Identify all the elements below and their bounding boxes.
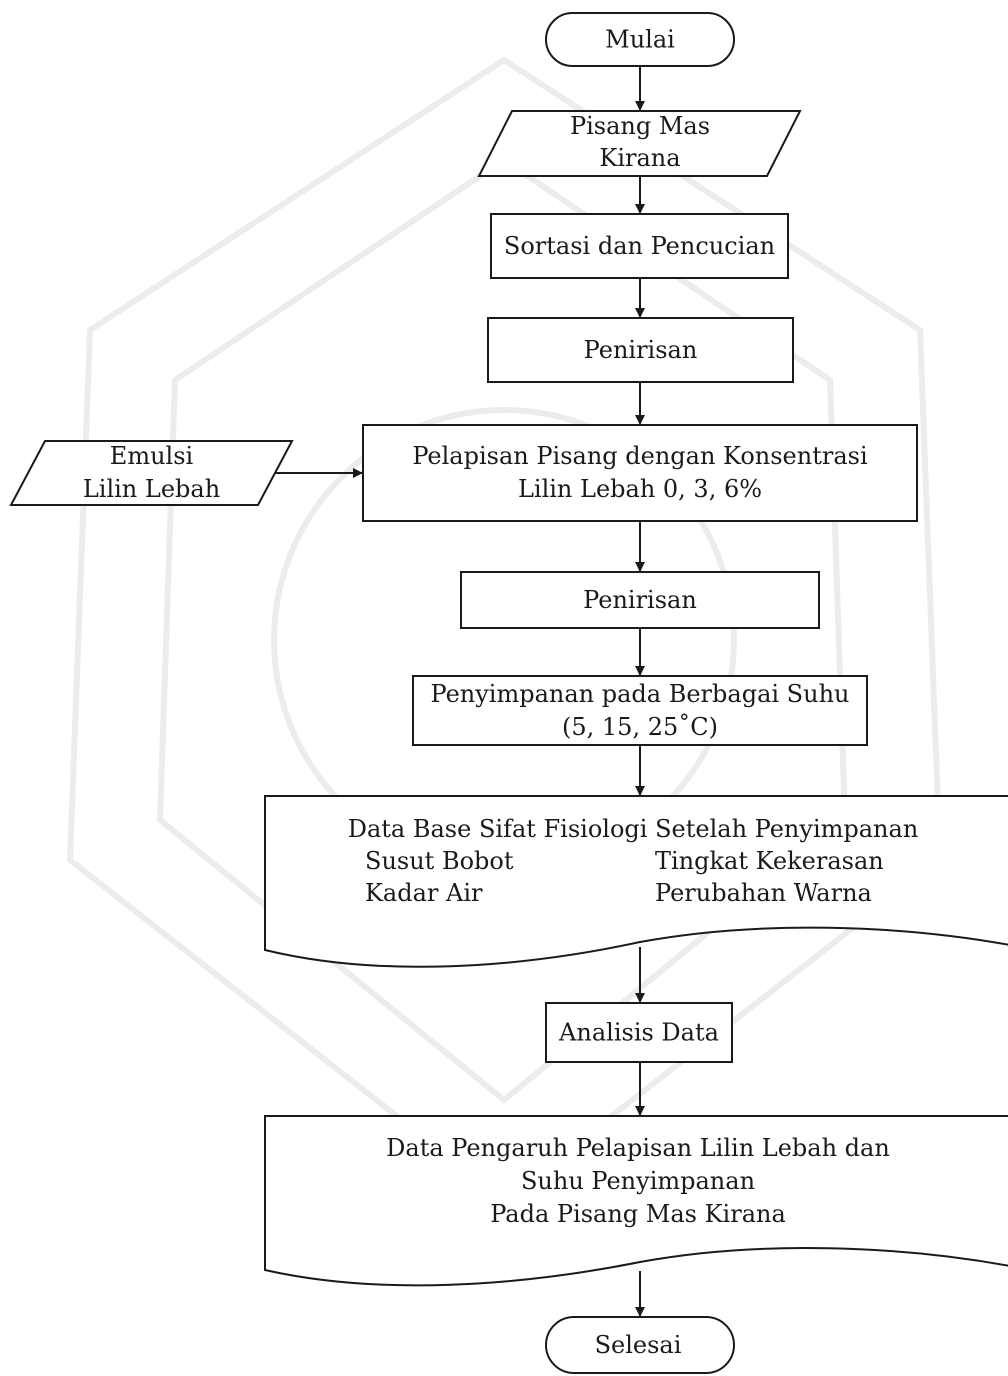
storage-process: Penyimpanan pada Berbagai Suhu (5, 15, 2…: [412, 675, 868, 746]
drain-2-label: Penirisan: [583, 586, 697, 614]
database-item-color-change: Perubahan Warna: [655, 879, 872, 907]
analysis-label: Analisis Data: [558, 1019, 719, 1047]
start-label: Mulai: [605, 26, 675, 54]
database-item-weight-loss: Susut Bobot: [365, 847, 514, 875]
input-banana-line-2: Kirana: [599, 144, 680, 172]
result-line-3: Pada Pisang Mas Kirana: [490, 1200, 786, 1228]
input-emulsion-parallelogram: Emulsi Lilin Lebah: [9, 440, 294, 506]
input-banana-line-1: Pisang Mas: [570, 112, 710, 140]
drain-1-label: Penirisan: [584, 336, 698, 364]
start-terminator: Mulai: [545, 12, 735, 67]
database-item-firmness: Tingkat Kekerasan: [655, 847, 884, 875]
result-line-1: Data Pengaruh Pelapisan Lilin Lebah dan: [386, 1134, 890, 1162]
input-emulsion-line-1: Emulsi: [110, 442, 194, 470]
result-line-2: Suhu Penyimpanan: [521, 1167, 755, 1195]
end-terminator: Selesai: [545, 1316, 735, 1374]
input-banana-parallelogram: Pisang Mas Kirana: [477, 110, 802, 177]
database-item-moisture: Kadar Air: [365, 879, 483, 907]
drain-process-2: Penirisan: [460, 571, 820, 629]
database-title: Data Base Sifat Fisiologi Setelah Penyim…: [348, 815, 919, 843]
connectors: [273, 66, 645, 1317]
database-document: Data Base Sifat Fisiologi Setelah Penyim…: [264, 795, 1008, 968]
result-document: Data Pengaruh Pelapisan Lilin Lebah dan …: [264, 1115, 1008, 1287]
coating-process: Pelapisan Pisang dengan Konsentrasi Lili…: [362, 424, 918, 522]
storage-line-2: (5, 15, 25˚C): [562, 713, 718, 741]
sort-wash-process: Sortasi dan Pencucian: [490, 213, 789, 279]
end-label: Selesai: [595, 1331, 682, 1359]
input-emulsion-line-2: Lilin Lebah: [83, 475, 220, 503]
drain-process-1: Penirisan: [487, 317, 794, 383]
coating-line-1: Pelapisan Pisang dengan Konsentrasi: [412, 442, 868, 470]
analysis-process: Analisis Data: [545, 1002, 733, 1063]
coating-line-2: Lilin Lebah 0, 3, 6%: [518, 475, 762, 503]
storage-line-1: Penyimpanan pada Berbagai Suhu: [431, 680, 850, 708]
sort-wash-label: Sortasi dan Pencucian: [504, 232, 775, 260]
